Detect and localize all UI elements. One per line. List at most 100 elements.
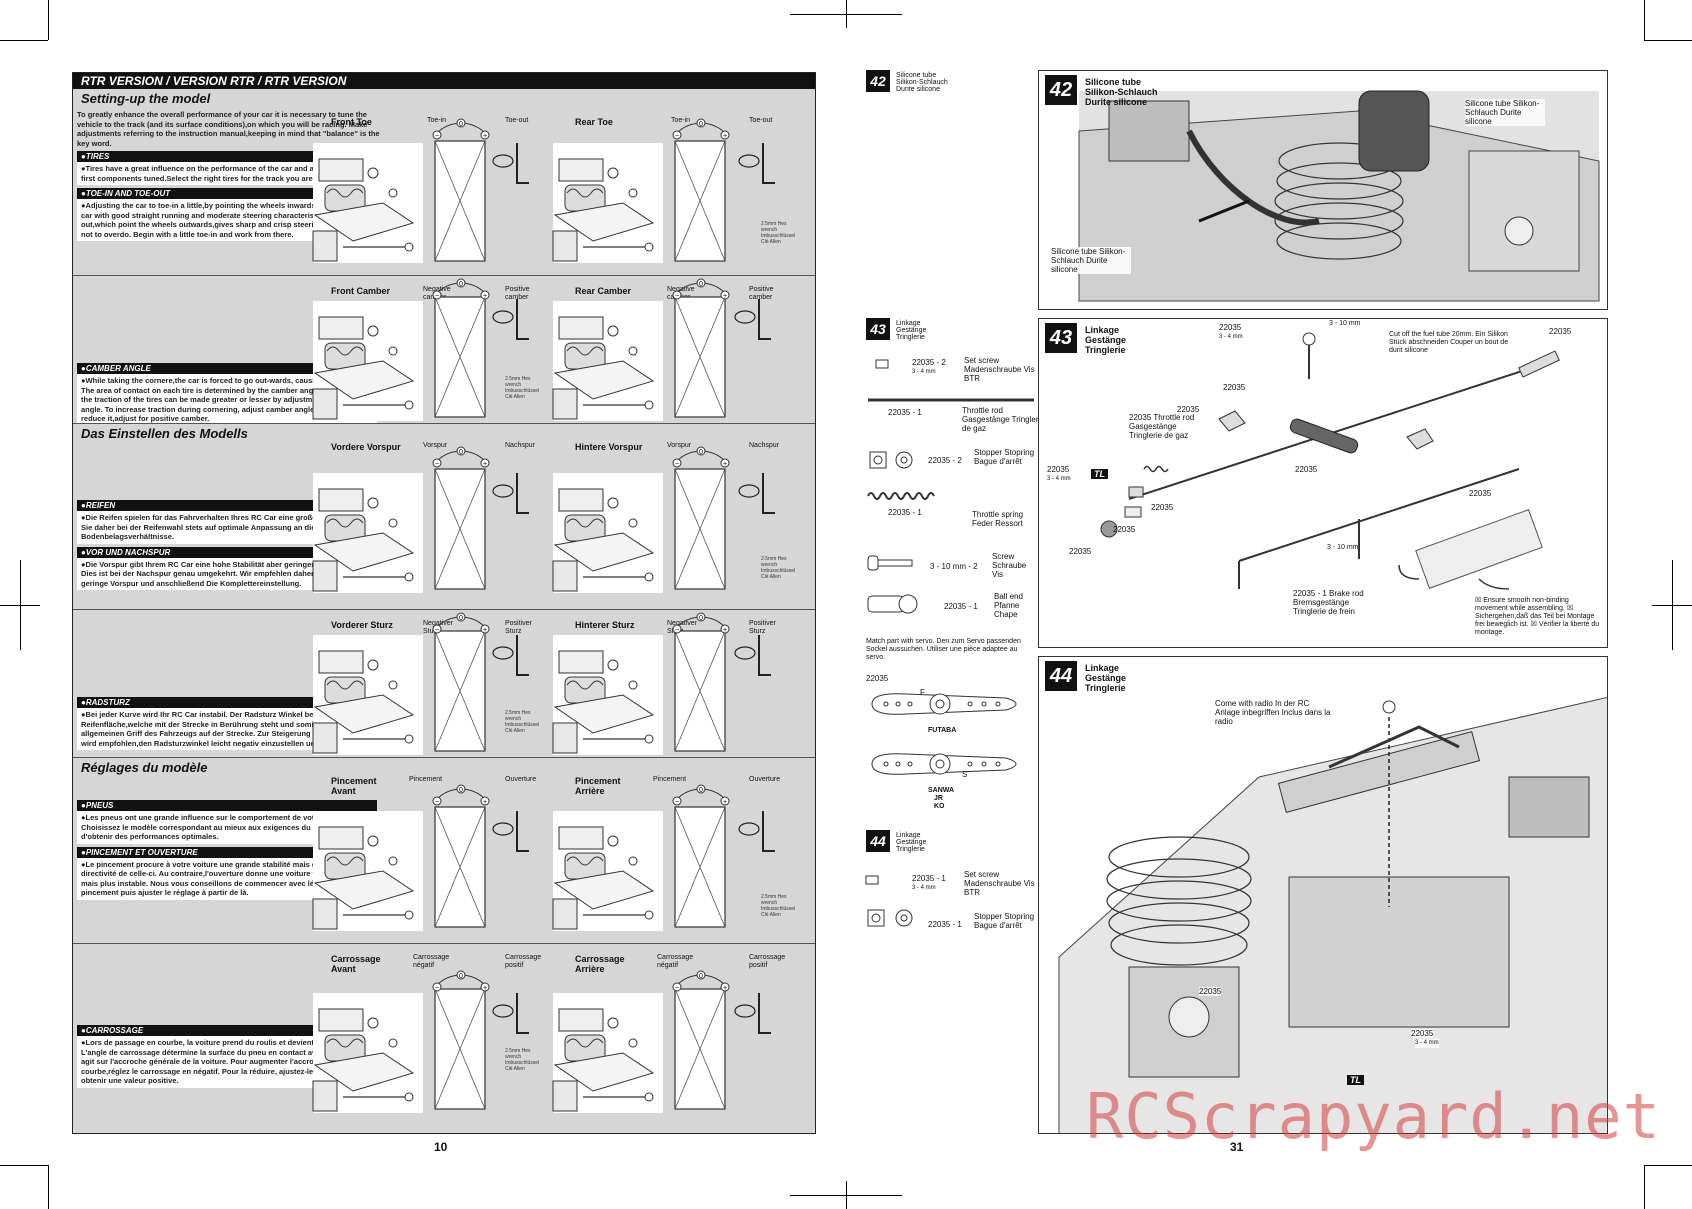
toe-out-label: Toe-out [749,117,773,124]
rear-camber-label: Rear Camber [575,286,632,296]
p44-part-right: 22035 [1411,1029,1434,1038]
carrossage-positif-label: Carrossage positif [505,954,542,969]
p43-part-e: 22035 [1113,525,1136,534]
p43-part-g: 22035 [1295,465,1318,474]
p43-setscrew-size: 3 - 4 mm [1219,334,1243,340]
crop-mark [790,1195,902,1196]
part-size: 3 - 4 mm [912,369,936,375]
panel42-title-en: Silicone tube [1085,77,1142,87]
step42-title-en: Silicone tube [896,72,937,79]
p43-screw-size: 3 - 10 mm [1329,320,1361,327]
jr-label: JR [934,795,943,802]
pincement-label: Pincement [409,776,443,783]
radsturz-heading: ●RADSTURZ [77,697,377,708]
carrossage-avant-label: Carrossage Avant [331,954,381,974]
step42-panel: 42 Silicone tube Silikon-Schlauch Durite… [1038,70,1608,310]
servo-s: S [962,770,968,779]
nachspur-label: Nachspur [749,442,779,449]
part-desc: Screw Schraube Vis [992,552,1027,579]
part-number: 22035 - 1 [928,920,962,929]
crop-mark [1672,560,1673,650]
step42-title-de: Silikon-Schlauch [896,79,948,86]
wrench-note: 2.5mm Hex wrench Imbusschlüssel Clé Alle… [761,894,796,918]
tl-badge: TL [1347,1075,1364,1085]
part-number: 22035 - 1 [944,602,978,611]
crop-mark [1644,1165,1692,1166]
crop-mark [48,0,49,40]
step-badge-43: 43 [866,318,890,340]
section-title-en: Setting-up the model [81,91,211,106]
nachspur-label: Nachspur [505,442,535,449]
camber-heading: ●CAMBER ANGLE [77,363,377,374]
front-toe-label: Front Toe [331,117,372,127]
chassis-illustration [1058,696,1607,1133]
ko-label: KO [934,803,945,810]
panel44-title-fr: Tringlerie [1085,683,1126,693]
p43-part-f: 22035 [1069,547,1092,556]
step43-title-fr: Tringlerie [896,334,925,341]
step44-panel: 44 Linkage Gestänge Tringlerie Come with… [1038,656,1608,1134]
front-camber-label: Front Camber [331,286,391,296]
servo-note: Match part with servo. Den zum Servo pas… [866,638,1021,661]
reifen-heading: ●REIFEN [77,500,377,511]
part-desc: Set screw Madenschraube Vis BTR [964,870,1035,897]
panel44-title-en: Linkage [1085,663,1120,673]
positive-camber-label: Positive camber [505,286,530,301]
sanwa-label: SANWA [928,787,955,794]
parts44-icons [865,875,913,927]
toe-in-label: Toe-in [671,117,691,124]
vorspur-label: Vorspur [423,442,448,449]
p43-screw-size-2: 3 - 10 mm [1327,544,1359,551]
step-badge-42: 42 [866,70,890,92]
pincement-arriere-label: Pincement Arrière [575,776,621,796]
pincement-label: Pincement [653,776,687,783]
p43-setscrew-size-2: 3 - 4 mm [1047,476,1071,482]
page-number-right: 31 [1230,1140,1244,1154]
step-badge-44: 44 [866,830,890,852]
engine-illustration [1078,90,1600,302]
part-desc: Set screw Madenschraube Vis BTR [964,356,1035,383]
linkage-illustration [1100,332,1560,590]
part-number: 22035 - 2 [928,456,962,465]
part-size: 3 - 4 mm [912,885,936,891]
tl-badge: TL [1091,469,1108,479]
wrench-note: 2.5mm Hex wrench Imbusschlüssel Clé Alle… [505,710,540,734]
step42-title-fr: Durite silicone [896,86,940,93]
step44-title-fr: Tringlerie [896,846,925,853]
step-badge-44-large: 44 [1045,661,1077,691]
crop-mark [1644,40,1692,41]
step43-title-en: Linkage [896,320,921,327]
negativer-sturz-label: Negativer Sturz [423,620,453,635]
tires-text: ●Tires have a great influence on the per… [77,162,377,185]
vordere-vorspur-label: Vordere Vorspur [331,442,401,452]
panel43-title-fr: Tringlerie [1085,345,1126,355]
positiver-sturz-label: Positiver Sturz [749,620,776,635]
p43-part-d: 22035 [1151,503,1174,512]
silicone-tube-label: Silicone tube Silikon-Schlauch Durite si… [1465,99,1545,126]
panel42-title-de: Silikon-Schlauch [1085,87,1158,97]
pincement-avant-label: Pincement Avant [331,776,377,796]
crop-mark [790,14,902,15]
wrench-note: 2.5mm Hex wrench Imbusschlüssel Clé Alle… [761,556,796,580]
part-number: 22035 - 2 [912,358,946,367]
brake-rod-callout: 22035 - 1 Brake rod Bremsgestänge Tringl… [1293,589,1364,616]
p44-setscrew-size: 3 - 4 mm [1415,1039,1439,1048]
come-with-radio-note: Come with radio In der RC Anlage inbegri… [1215,699,1331,726]
pincement-heading: ●PINCEMENT ET OUVERTURE [77,846,377,858]
tires-heading: ●TIRES [77,151,377,162]
part-number: 22035 - 1 [912,874,946,883]
part-number: 22035 - 1 [888,408,922,417]
ouverture-label: Ouverture [749,776,781,783]
crop-mark [0,40,48,41]
rear-toe-label: Rear Toe [575,117,613,127]
part-desc: Stopper Stopring Bague d'arrêt [974,448,1035,466]
section-title-de: Das Einstellen des Modells [81,426,248,441]
p43-part-right: 22035 [1549,327,1572,336]
part-number: 3 - 10 mm - 2 [930,562,978,571]
servo-horns [871,693,1017,775]
panel44-title-de: Gestänge [1085,673,1127,683]
parts43-icons [867,359,1034,614]
p43-part-b: 22035 [1177,405,1200,414]
section-title-fr: Réglages du modèle [81,760,208,775]
rcscrapyard-watermark: RCScrapyard.net [1086,1080,1661,1153]
